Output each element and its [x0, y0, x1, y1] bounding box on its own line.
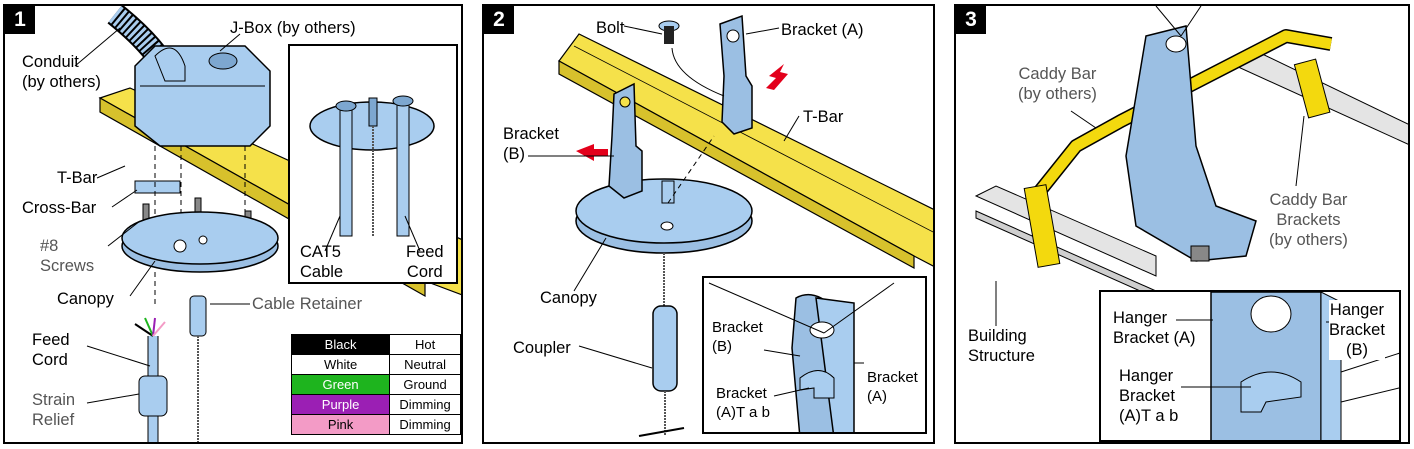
label-crossbar: Cross-Bar — [22, 199, 97, 217]
inset-label-bracket-a-tab: Bracket (A)T a b — [716, 385, 770, 421]
panel-3-illustration — [974, 6, 1408, 326]
inset-canopy-illustration — [309, 95, 435, 252]
wire-color-cell: Black — [290, 334, 391, 355]
wire-color-cell: Pink — [290, 414, 391, 435]
label-conduit: Conduit (by others) — [22, 53, 101, 91]
inset-hanger-illustration — [1176, 292, 1399, 440]
label-canopy: Canopy — [57, 290, 114, 308]
wire-color-cell: Green — [290, 374, 391, 395]
label-jbox: J-Box (by others) — [230, 19, 356, 37]
label-bracket-a: Bracket (A) — [781, 21, 864, 39]
inset-canopy-detail: CAT5 Cable Feed Cord — [288, 44, 458, 284]
label-coupler: Coupler — [513, 339, 571, 357]
panel-step-2: 2 Bolt Bracket (A) T-Bar Bracket (B) Can… — [482, 4, 935, 444]
inset-label-hanger-b: Hanger Bracket (B) — [1329, 300, 1385, 360]
inset-label-bracket-a: Bracket (A) — [867, 369, 918, 405]
panel-step-1: 1 J-Box (by others) Conduit (by others) … — [3, 4, 463, 444]
label-tbar: T-Bar — [803, 108, 844, 126]
inset-label-cat5: CAT5 Cable — [300, 243, 344, 281]
label-bolt: Bolt — [596, 19, 625, 37]
inset-bracket-illustration — [708, 282, 895, 432]
inset-label-hanger-a: Hanger Bracket (A) — [1113, 309, 1196, 347]
label-cable-retainer: Cable Retainer — [252, 295, 363, 313]
label-bracket-b: Bracket (B) — [503, 125, 559, 163]
step-number: 1 — [5, 6, 35, 34]
panel-2-illustration — [528, 14, 933, 437]
step-number: 3 — [956, 6, 986, 34]
label-feed-cord: Feed Cord — [32, 331, 70, 369]
panel-step-3: 3 Caddy Bar (by others) Caddy Bar Bracke… — [954, 4, 1410, 444]
label-building-structure: Building Structure — [968, 327, 1035, 365]
wire-function-cell: Dimming — [389, 414, 461, 435]
inset-label-feed-cord: Feed Cord — [406, 243, 444, 281]
label-tbar: T-Bar — [57, 169, 98, 187]
wire-color-cell: Purple — [290, 394, 391, 415]
wire-function-cell: Dimming — [389, 394, 461, 415]
label-screws: #8 Screws — [40, 237, 95, 275]
step-number: 2 — [484, 6, 514, 34]
inset-label-hanger-a-tab: Hanger Bracket (A)T a b — [1119, 367, 1179, 425]
inset-hanger-detail: Hanger Bracket (A) Hanger Bracket (B) Ha… — [1099, 290, 1401, 442]
label-strain-relief: Strain Relief — [32, 391, 76, 429]
wire-function-cell: Neutral — [389, 354, 461, 375]
label-canopy: Canopy — [540, 289, 597, 307]
label-caddy-bar: Caddy Bar (by others) — [1018, 65, 1097, 103]
wire-function-cell: Hot — [389, 334, 461, 355]
wire-color-cell: White — [290, 354, 391, 375]
label-caddy-bar-brackets: Caddy Bar Brackets (by others) — [1269, 191, 1348, 249]
wire-function-cell: Ground — [389, 374, 461, 395]
inset-bracket-detail: Bracket (B) Bracket (A) Bracket (A)T a b — [702, 276, 927, 434]
inset-label-bracket-b: Bracket (B) — [712, 319, 763, 355]
